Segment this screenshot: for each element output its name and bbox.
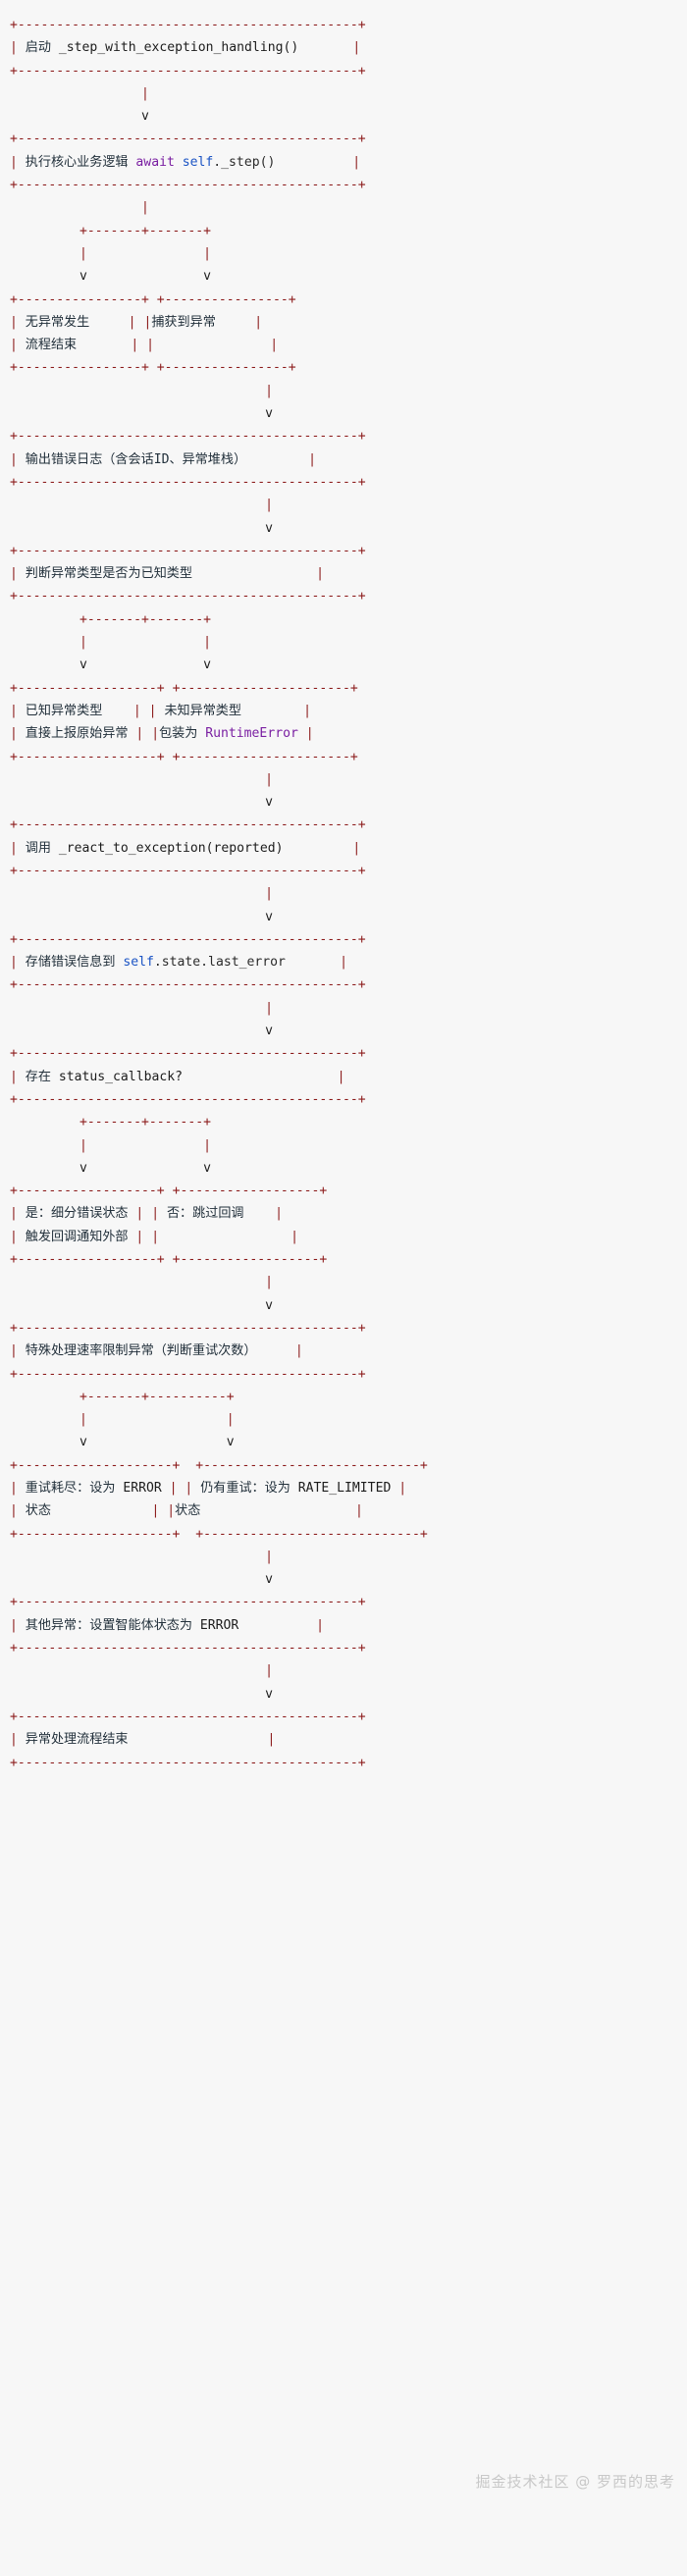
watermark: 掘金技术社区 @ 罗西的思考	[475, 2473, 675, 2491]
ascii-flowchart-text: +---------------------------------------…	[10, 18, 428, 1770]
